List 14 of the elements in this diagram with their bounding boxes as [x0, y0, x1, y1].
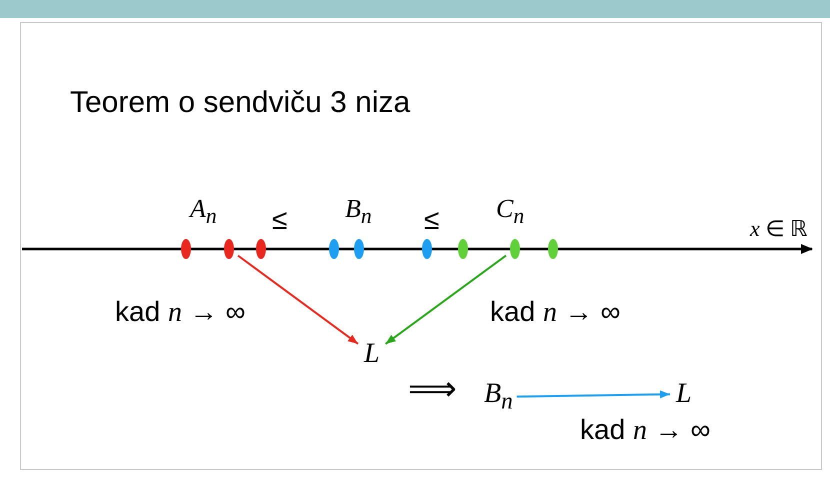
arrow [237, 254, 359, 345]
math-symbol: B$_{n}$ [484, 380, 513, 414]
axis-label: x ∈ ℝ [750, 218, 807, 240]
slide-title: Teorem o sendviču 3 niza [70, 88, 410, 118]
math-label: B$_{n}$ [345, 196, 372, 228]
implication-arrow: ⟹ [408, 372, 457, 406]
math-label: A$_{n}$ [190, 196, 217, 228]
math-label: C$_{n}$ [496, 196, 524, 228]
arrow [516, 390, 670, 398]
arrow [384, 254, 507, 345]
math-symbol: L [364, 340, 380, 368]
inequality-sign: ≤ [424, 206, 440, 234]
inequality-sign: ≤ [272, 206, 288, 234]
math-symbol: L [676, 380, 692, 408]
